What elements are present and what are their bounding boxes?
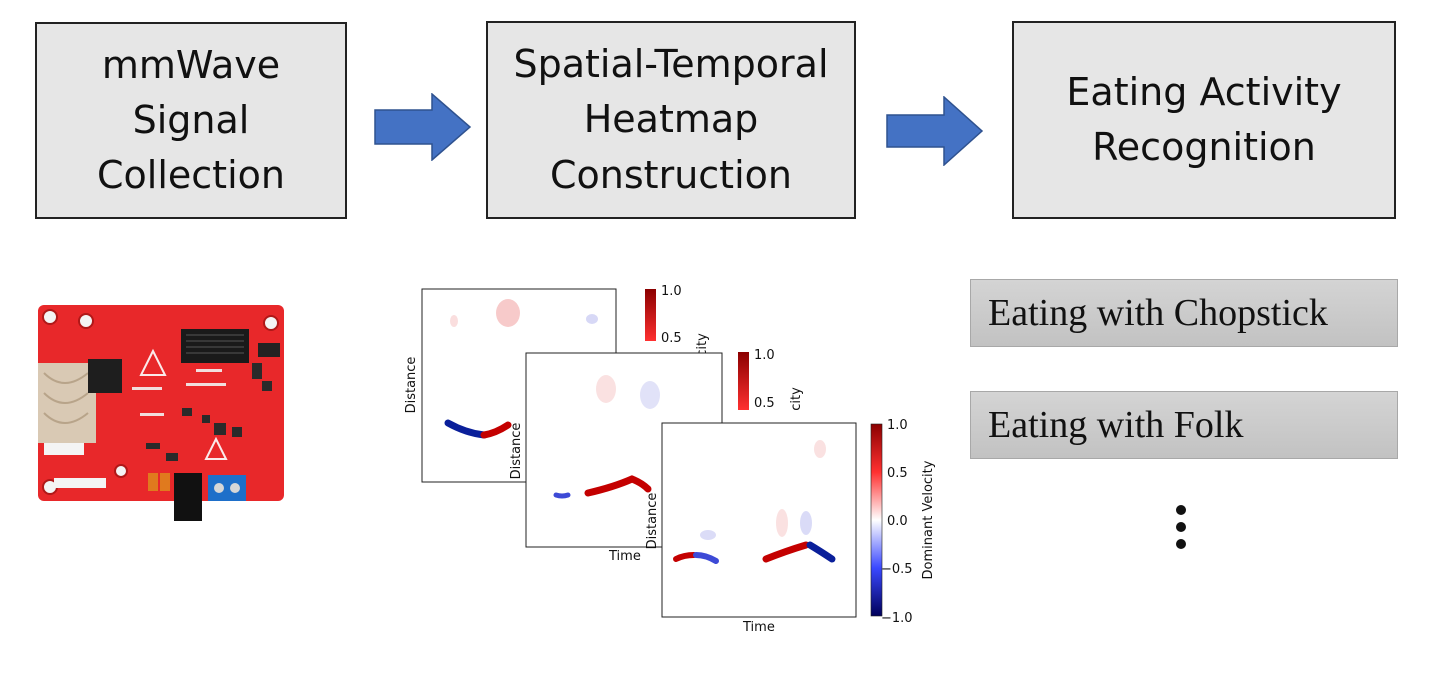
heatmap-2-tick-mid: 0.5: [754, 396, 775, 411]
heatmap-1-tick-mid: 0.5: [661, 331, 682, 346]
ellipsis-dot: [1176, 539, 1186, 549]
heatmap-2-colorbar-label: city: [789, 387, 804, 411]
heatmap-2-x-label: Time: [608, 549, 641, 564]
heatmap-3-tick-3: 0.0: [887, 514, 908, 529]
heatmap-3: Distance Time 1.0 0.5 0.0 −0.5 −1.0 Domi…: [645, 418, 936, 635]
heatmap-1-colorbar-label: city: [695, 333, 710, 357]
right-arrow-icon: [374, 93, 472, 161]
step-heatmap-construction-box: Spatial-Temporal Heatmap Construction: [486, 21, 856, 219]
board-connector: [181, 329, 249, 363]
heatmap-3-tick-5: −1.0: [881, 611, 913, 626]
heatmap-2-y-label: Distance: [509, 423, 524, 480]
heatmap-3-tick-4: −0.5: [881, 562, 913, 577]
heatmap-stack: Distance 1.0 0.5 city Distance Time 1.0 …: [404, 284, 936, 635]
activity-label-folk: Eating with Folk: [970, 391, 1398, 459]
activity-label-chopstick-text: Eating with Chopstick: [988, 292, 1328, 334]
heatmap-2-tick-top: 1.0: [754, 348, 775, 363]
ellipsis-dot: [1176, 505, 1186, 515]
activity-label-chopstick: Eating with Chopstick: [970, 279, 1398, 347]
radar-chip: [88, 359, 122, 393]
ellipsis-dot: [1176, 522, 1186, 532]
heatmap-3-x-label: Time: [742, 620, 775, 635]
heatmap-1-y-label: Distance: [404, 357, 419, 414]
heatmap-3-y-label: Distance: [645, 493, 660, 550]
step-activity-recognition-label: Eating Activity Recognition: [1066, 69, 1342, 169]
heatmap-3-colorbar-label: Dominant Velocity: [921, 460, 936, 579]
step-signal-collection-label: mmWave Signal Collection: [97, 42, 285, 198]
step-signal-collection-box: mmWave Signal Collection: [35, 22, 347, 219]
right-arrow-icon: [886, 96, 984, 166]
terminal-block: [208, 475, 246, 501]
heatmap-3-tick-2: 0.5: [887, 466, 908, 481]
heatmap-1-tick-top: 1.0: [661, 284, 682, 299]
power-jack: [174, 473, 202, 521]
mmwave-radar-board-image: [38, 305, 284, 521]
step-heatmap-construction-label: Spatial-Temporal Heatmap Construction: [513, 42, 829, 197]
step-activity-recognition-box: Eating Activity Recognition: [1012, 21, 1396, 219]
heatmap-3-tick-1: 1.0: [887, 418, 908, 433]
activity-label-folk-text: Eating with Folk: [988, 404, 1244, 446]
